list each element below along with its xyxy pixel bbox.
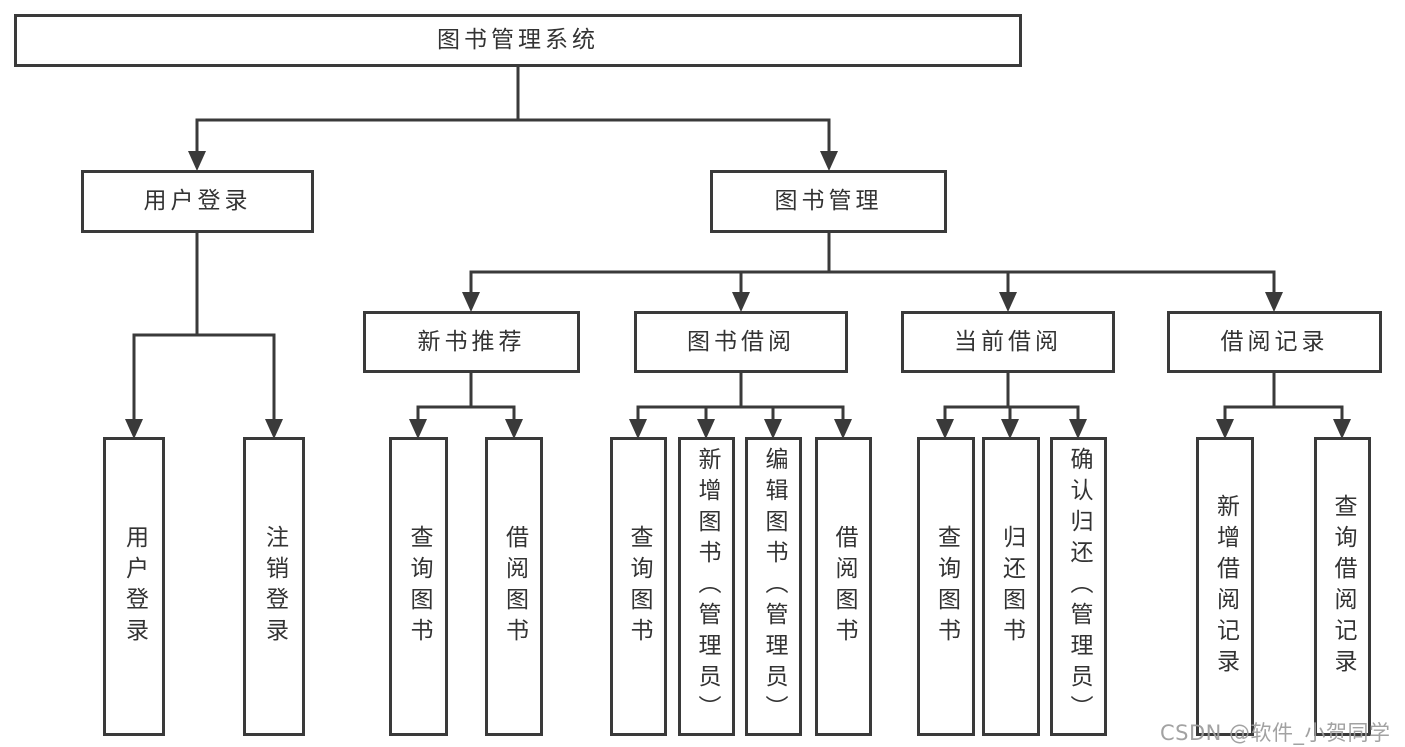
branch-book-borrow xyxy=(636,371,845,421)
leaf-query-books-current: 查询图书 xyxy=(917,437,975,736)
node-book-management-system: 图书管理系统 xyxy=(14,14,1022,67)
branch-new-book-recommend xyxy=(416,371,516,421)
branch-book-management xyxy=(469,230,1276,294)
node-new-book-recommend: 新书推荐 xyxy=(363,311,580,373)
leaf-query-books-borrow: 查询图书 xyxy=(610,437,667,736)
node-user-login: 用户登录 xyxy=(81,170,314,233)
leaf-query-books-recommend: 查询图书 xyxy=(389,437,448,736)
leaf-add-borrow-record: 新增借阅记录 xyxy=(1196,437,1254,736)
leaf-user-login: 用户登录 xyxy=(103,437,165,736)
node-current-borrow: 当前借阅 xyxy=(901,311,1115,373)
branch-root xyxy=(195,64,831,153)
branch-user-login xyxy=(132,230,276,421)
arrowhead-icons xyxy=(125,151,1351,439)
leaf-query-borrow-record: 查询借阅记录 xyxy=(1314,437,1371,736)
branch-borrow-record xyxy=(1223,371,1344,421)
leaf-borrow-books: 借阅图书 xyxy=(815,437,872,736)
leaf-add-books-admin: 新增图书（管理员） xyxy=(678,437,735,736)
node-book-borrow: 图书借阅 xyxy=(634,311,848,373)
connector-lines xyxy=(132,64,1344,421)
node-book-management: 图书管理 xyxy=(710,170,947,233)
branch-current-borrow xyxy=(943,371,1080,421)
leaf-confirm-return-admin: 确认归还（管理员） xyxy=(1050,437,1107,736)
node-borrow-record: 借阅记录 xyxy=(1167,311,1382,373)
leaf-return-books: 归还图书 xyxy=(982,437,1040,736)
leaf-borrow-books-recommend: 借阅图书 xyxy=(485,437,543,736)
leaf-edit-books-admin: 编辑图书（管理员） xyxy=(745,437,802,736)
watermark: CSDN @软件_小贺同学 xyxy=(1160,721,1391,745)
leaf-logout: 注销登录 xyxy=(243,437,305,736)
